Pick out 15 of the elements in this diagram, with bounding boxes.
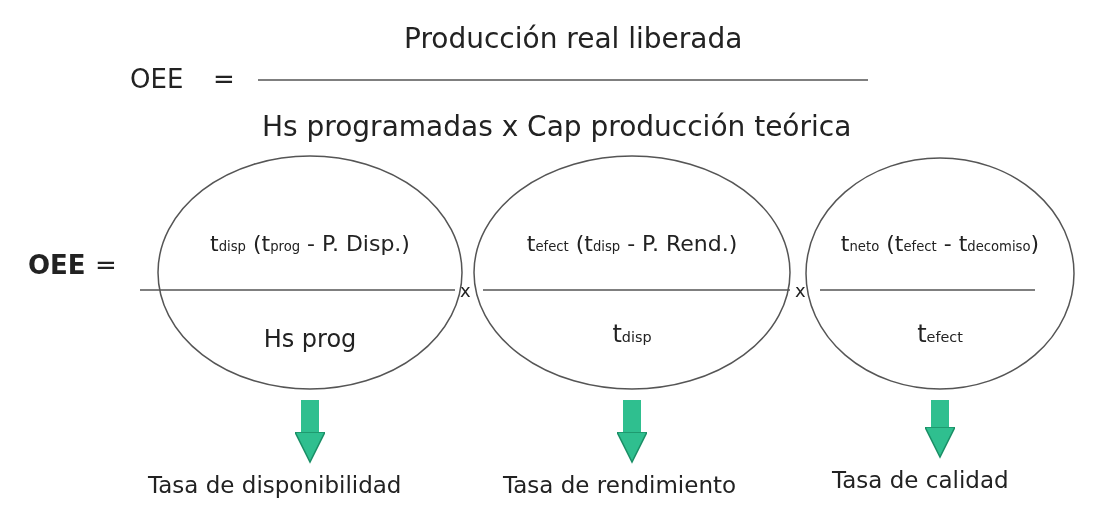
equals-sign: = [95, 250, 117, 280]
equals-sign: = [213, 64, 235, 94]
formula-name: OEE [130, 64, 184, 94]
down-arrow [616, 400, 648, 463]
down-arrow [924, 400, 956, 458]
fraction-denominator: Hs prog [262, 325, 358, 353]
numerator: Producción real liberada [404, 22, 743, 55]
result-label: Tasa de calidad [832, 467, 1009, 493]
multiply-sign: x [795, 280, 806, 301]
result-label: Tasa de rendimiento [503, 472, 737, 498]
multiply-sign: x [460, 280, 471, 301]
down-arrow [294, 400, 326, 463]
formula-name: OEE [28, 250, 86, 280]
denominator: Hs programadas x Cap producción teórica [262, 110, 852, 143]
result-label: Tasa de disponibilidad [148, 472, 402, 498]
